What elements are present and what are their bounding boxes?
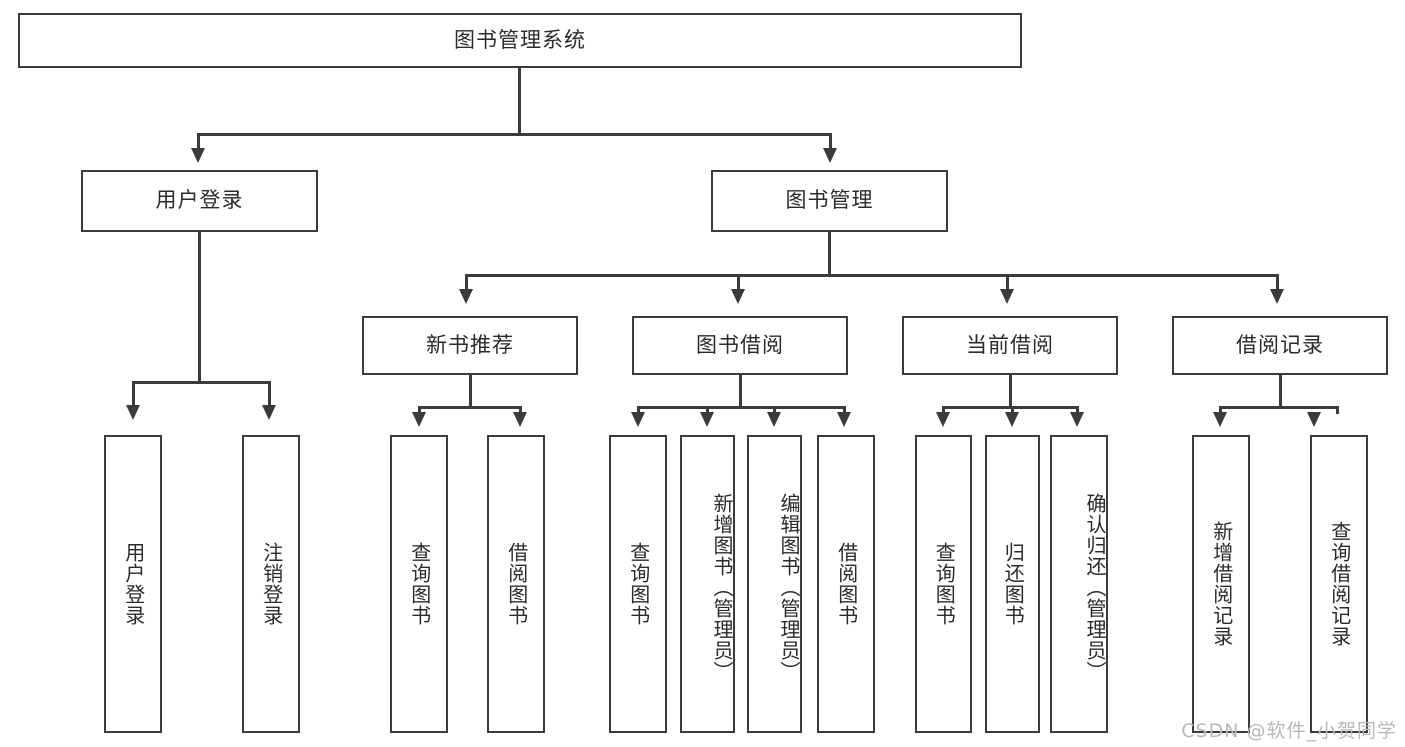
edge-bookborrow-stem [739, 375, 742, 408]
node-label: 查询图书 [407, 542, 432, 626]
leaf-query-borrow-record[interactable]: 查询借阅记录 [1310, 435, 1368, 733]
node-label: 归还图书 [1001, 542, 1026, 626]
node-label: 查询图书 [932, 542, 957, 626]
edge-bookmanage-drop-1 [465, 274, 468, 290]
node-label: 图书管理系统 [454, 27, 586, 52]
arrow-to-new-book-recommend [459, 289, 473, 304]
arrow-to-leaf-query-record [1307, 412, 1321, 427]
edge-bookborrow-drop-3 [773, 406, 776, 414]
edge-bookborrow-drop-4 [843, 406, 846, 414]
arrow-to-leaf-edit-book [767, 412, 781, 427]
node-new-book-recommend[interactable]: 新书推荐 [362, 316, 578, 375]
leaf-return-book[interactable]: 归还图书 [985, 435, 1040, 733]
leaf-query-book-recommend[interactable]: 查询图书 [390, 435, 448, 733]
edge-currentborrow-drop-1 [942, 406, 945, 414]
arrow-to-leaf-confirm-return [1070, 412, 1084, 427]
edge-bookmanage-drop-4 [1276, 274, 1279, 290]
node-label: 编辑图书（管理员） [777, 492, 801, 682]
edge-bookborrow-bus [637, 406, 846, 409]
node-root-system[interactable]: 图书管理系统 [18, 13, 1022, 68]
edge-borrowrecord-drop-1 [1219, 406, 1222, 414]
edge-newbook-drop-1 [418, 406, 421, 414]
node-label: 借阅图书 [834, 542, 859, 626]
node-label: 新书推荐 [426, 332, 514, 357]
arrow-to-leaf-borrow-book-1 [513, 412, 527, 427]
node-borrow-record[interactable]: 借阅记录 [1172, 316, 1388, 375]
node-label: 用户登录 [155, 188, 244, 213]
node-current-borrow[interactable]: 当前借阅 [902, 316, 1118, 375]
node-label: 用户登录 [121, 542, 146, 626]
edge-borrowrecord-stem [1279, 375, 1282, 408]
arrow-to-leaf-query-book-1 [412, 412, 426, 427]
node-label: 查询借阅记录 [1327, 521, 1352, 647]
edge-userlogin-bus [132, 381, 268, 384]
node-label: 借阅图书 [504, 542, 529, 626]
arrow-to-leaf-query-book-3 [936, 412, 950, 427]
node-book-borrow[interactable]: 图书借阅 [632, 316, 848, 375]
leaf-logout[interactable]: 注销登录 [242, 435, 300, 733]
edge-currentborrow-bus [942, 406, 1078, 409]
node-label: 当前借阅 [966, 332, 1054, 357]
node-label: 借阅记录 [1236, 332, 1324, 357]
edge-userlogin-stem [198, 232, 201, 383]
arrow-to-leaf-query-book-2 [631, 412, 645, 427]
arrow-to-leaf-add-record [1213, 412, 1227, 427]
arrow-to-book-manage [823, 148, 837, 163]
arrow-to-leaf-return-book [1005, 412, 1019, 427]
leaf-add-book-admin[interactable]: 新增图书（管理员） [680, 435, 735, 733]
node-book-manage[interactable]: 图书管理 [711, 170, 948, 232]
edge-root-stem [518, 68, 521, 135]
edge-bookborrow-drop-1 [637, 406, 640, 414]
edge-root-drop-right [829, 133, 832, 150]
node-label: 图书借阅 [696, 332, 784, 357]
leaf-edit-book-admin[interactable]: 编辑图书（管理员） [747, 435, 802, 733]
edge-borrowrecord-bus [1219, 406, 1339, 409]
edge-bookmanage-drop-2 [737, 274, 740, 290]
edge-root-drop-left [197, 133, 200, 150]
node-label: 查询图书 [626, 542, 651, 626]
edge-bookmanage-stem [828, 232, 831, 276]
edge-root-bus [197, 133, 832, 136]
edge-bookmanage-drop-3 [1006, 274, 1009, 290]
edge-currentborrow-drop-3 [1076, 406, 1079, 414]
node-label: 确认归还（管理员） [1083, 492, 1107, 682]
node-label: 图书管理 [785, 188, 874, 213]
edge-bookborrow-drop-2 [706, 406, 709, 414]
leaf-borrow-book-recommend[interactable]: 借阅图书 [487, 435, 545, 733]
edge-bookmanage-bus [465, 274, 1279, 277]
edge-borrowrecord-drop-2 [1336, 406, 1339, 414]
edge-newbook-stem [469, 375, 472, 408]
leaf-query-book-current[interactable]: 查询图书 [915, 435, 972, 733]
leaf-borrow-book[interactable]: 借阅图书 [817, 435, 875, 733]
leaf-user-login[interactable]: 用户登录 [104, 435, 162, 733]
arrow-to-leaf-user-login [126, 405, 140, 420]
edge-userlogin-drop-1 [132, 381, 135, 407]
edge-newbook-drop-2 [519, 406, 522, 414]
node-label: 注销登录 [259, 542, 284, 626]
leaf-confirm-return-admin[interactable]: 确认归还（管理员） [1050, 435, 1108, 733]
leaf-add-borrow-record[interactable]: 新增借阅记录 [1192, 435, 1250, 733]
arrow-to-user-login [191, 148, 205, 163]
node-label: 新增图书（管理员） [710, 492, 734, 682]
edge-userlogin-drop-2 [268, 381, 271, 407]
arrow-to-leaf-logout [262, 405, 276, 420]
arrow-to-leaf-add-book [700, 412, 714, 427]
edge-newbook-bus [418, 406, 522, 409]
edge-currentborrow-drop-2 [1011, 406, 1014, 414]
node-user-login[interactable]: 用户登录 [81, 170, 318, 232]
node-label: 新增借阅记录 [1209, 521, 1234, 647]
leaf-query-book-borrow[interactable]: 查询图书 [609, 435, 667, 733]
arrow-to-leaf-borrow-book-2 [837, 412, 851, 427]
edge-currentborrow-stem [1009, 375, 1012, 408]
arrow-to-borrow-record [1270, 289, 1284, 304]
arrow-to-current-borrow [1000, 289, 1014, 304]
arrow-to-book-borrow [731, 289, 745, 304]
